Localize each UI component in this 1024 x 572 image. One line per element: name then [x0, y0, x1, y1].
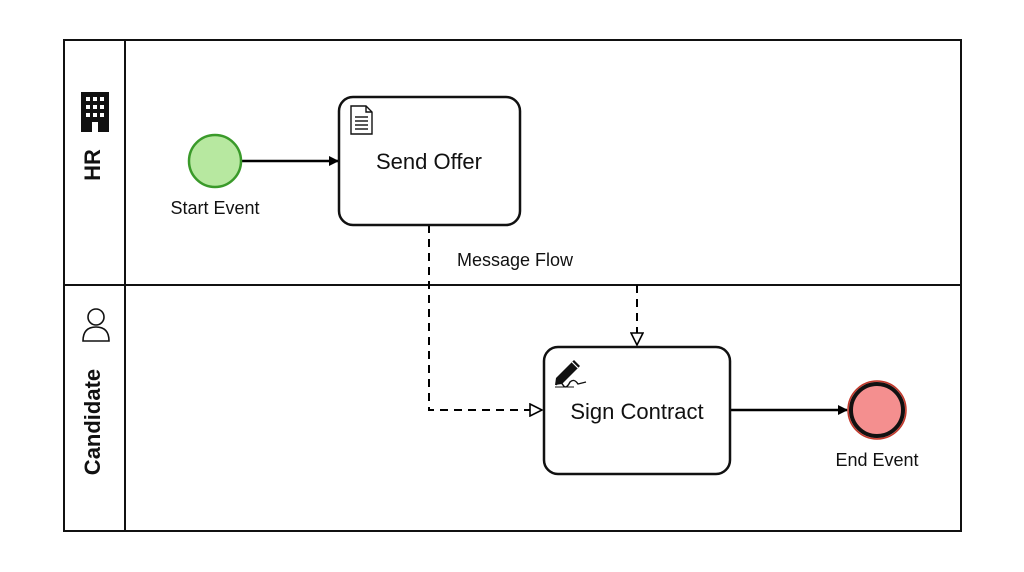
start-event-circle[interactable]	[187, 133, 243, 189]
lane-candidate-label: Candidate	[80, 369, 105, 475]
end-event[interactable]: End Event	[835, 380, 919, 470]
message-flow-label: Message Flow	[457, 250, 574, 270]
lane-hr[interactable]: HR	[80, 92, 109, 181]
building-icon	[81, 92, 109, 132]
signature-icon	[555, 360, 587, 388]
document-icon	[350, 105, 373, 135]
start-event-label: Start Event	[170, 198, 259, 218]
task-sign-contract-box[interactable]	[542, 345, 732, 476]
task-send-offer[interactable]: Send Offer	[337, 95, 522, 227]
end-event-label: End Event	[835, 450, 918, 470]
start-event[interactable]: Start Event	[170, 133, 260, 218]
task-send-offer-label: Send Offer	[376, 149, 482, 174]
lane-candidate[interactable]: Candidate	[80, 308, 110, 475]
end-event-circle	[849, 382, 905, 438]
lane-hr-label: HR	[80, 149, 105, 181]
user-icon	[82, 308, 110, 342]
task-send-offer-box[interactable]	[337, 95, 522, 227]
task-sign-contract-label: Sign Contract	[570, 399, 703, 424]
task-sign-contract[interactable]: Sign Contract	[542, 345, 732, 476]
message-flow-send-offer-to-sign-contract[interactable]	[428, 225, 542, 410]
